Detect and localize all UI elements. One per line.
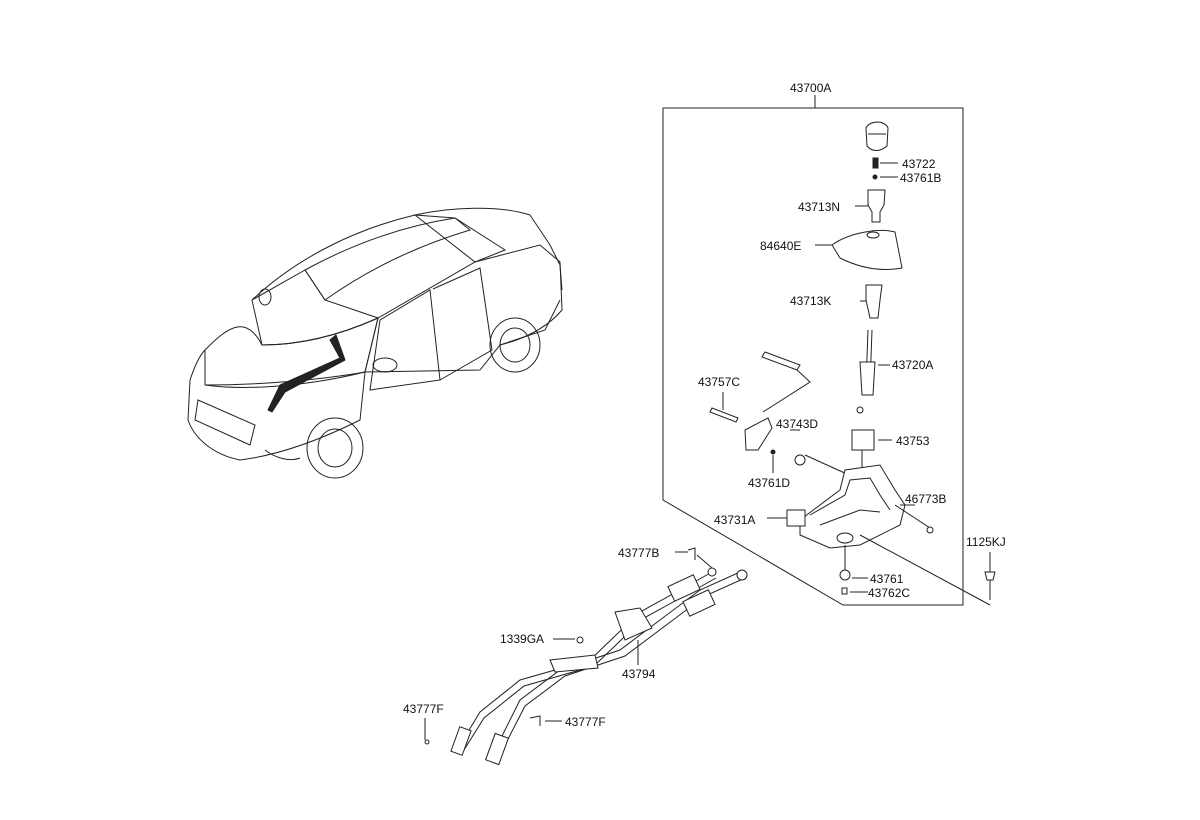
shift-knob-group — [815, 121, 903, 414]
label-43753: 43753 — [896, 434, 930, 448]
label-84640E: 84640E — [760, 239, 801, 253]
label-1339GA: 1339GA — [500, 632, 544, 646]
label-43722: 43722 — [902, 157, 936, 171]
label-43761D: 43761D — [748, 476, 790, 490]
label-1125KJ: 1125KJ — [966, 535, 1006, 549]
label-43777F-left: 43777F — [403, 702, 444, 716]
label-43777F-right: 43777F — [565, 715, 606, 729]
label-43757C: 43757C — [698, 375, 740, 389]
label-43743D: 43743D — [776, 417, 818, 431]
label-43777B: 43777B — [618, 546, 659, 560]
assembly-box: 43700A — [662, 81, 964, 606]
label-43761: 43761 — [870, 572, 904, 586]
label-43720A: 43720A — [892, 358, 933, 372]
shift-base-housing — [767, 464, 996, 606]
label-46773B: 46773B — [905, 492, 946, 506]
label-43794: 43794 — [622, 667, 656, 681]
selector-parts — [709, 351, 892, 481]
label-43731A: 43731A — [714, 513, 755, 527]
label-43713K: 43713K — [790, 294, 831, 308]
part-labels: 43722 43761B 43713N 84640E 43713K 43720A… — [403, 157, 1006, 729]
shift-cable-assembly — [424, 547, 748, 766]
assembly-label: 43700A — [790, 81, 831, 95]
label-43713N: 43713N — [798, 200, 840, 214]
label-43761B: 43761B — [900, 171, 941, 185]
label-43762C: 43762C — [868, 586, 910, 600]
vehicle-illustration — [187, 207, 563, 479]
